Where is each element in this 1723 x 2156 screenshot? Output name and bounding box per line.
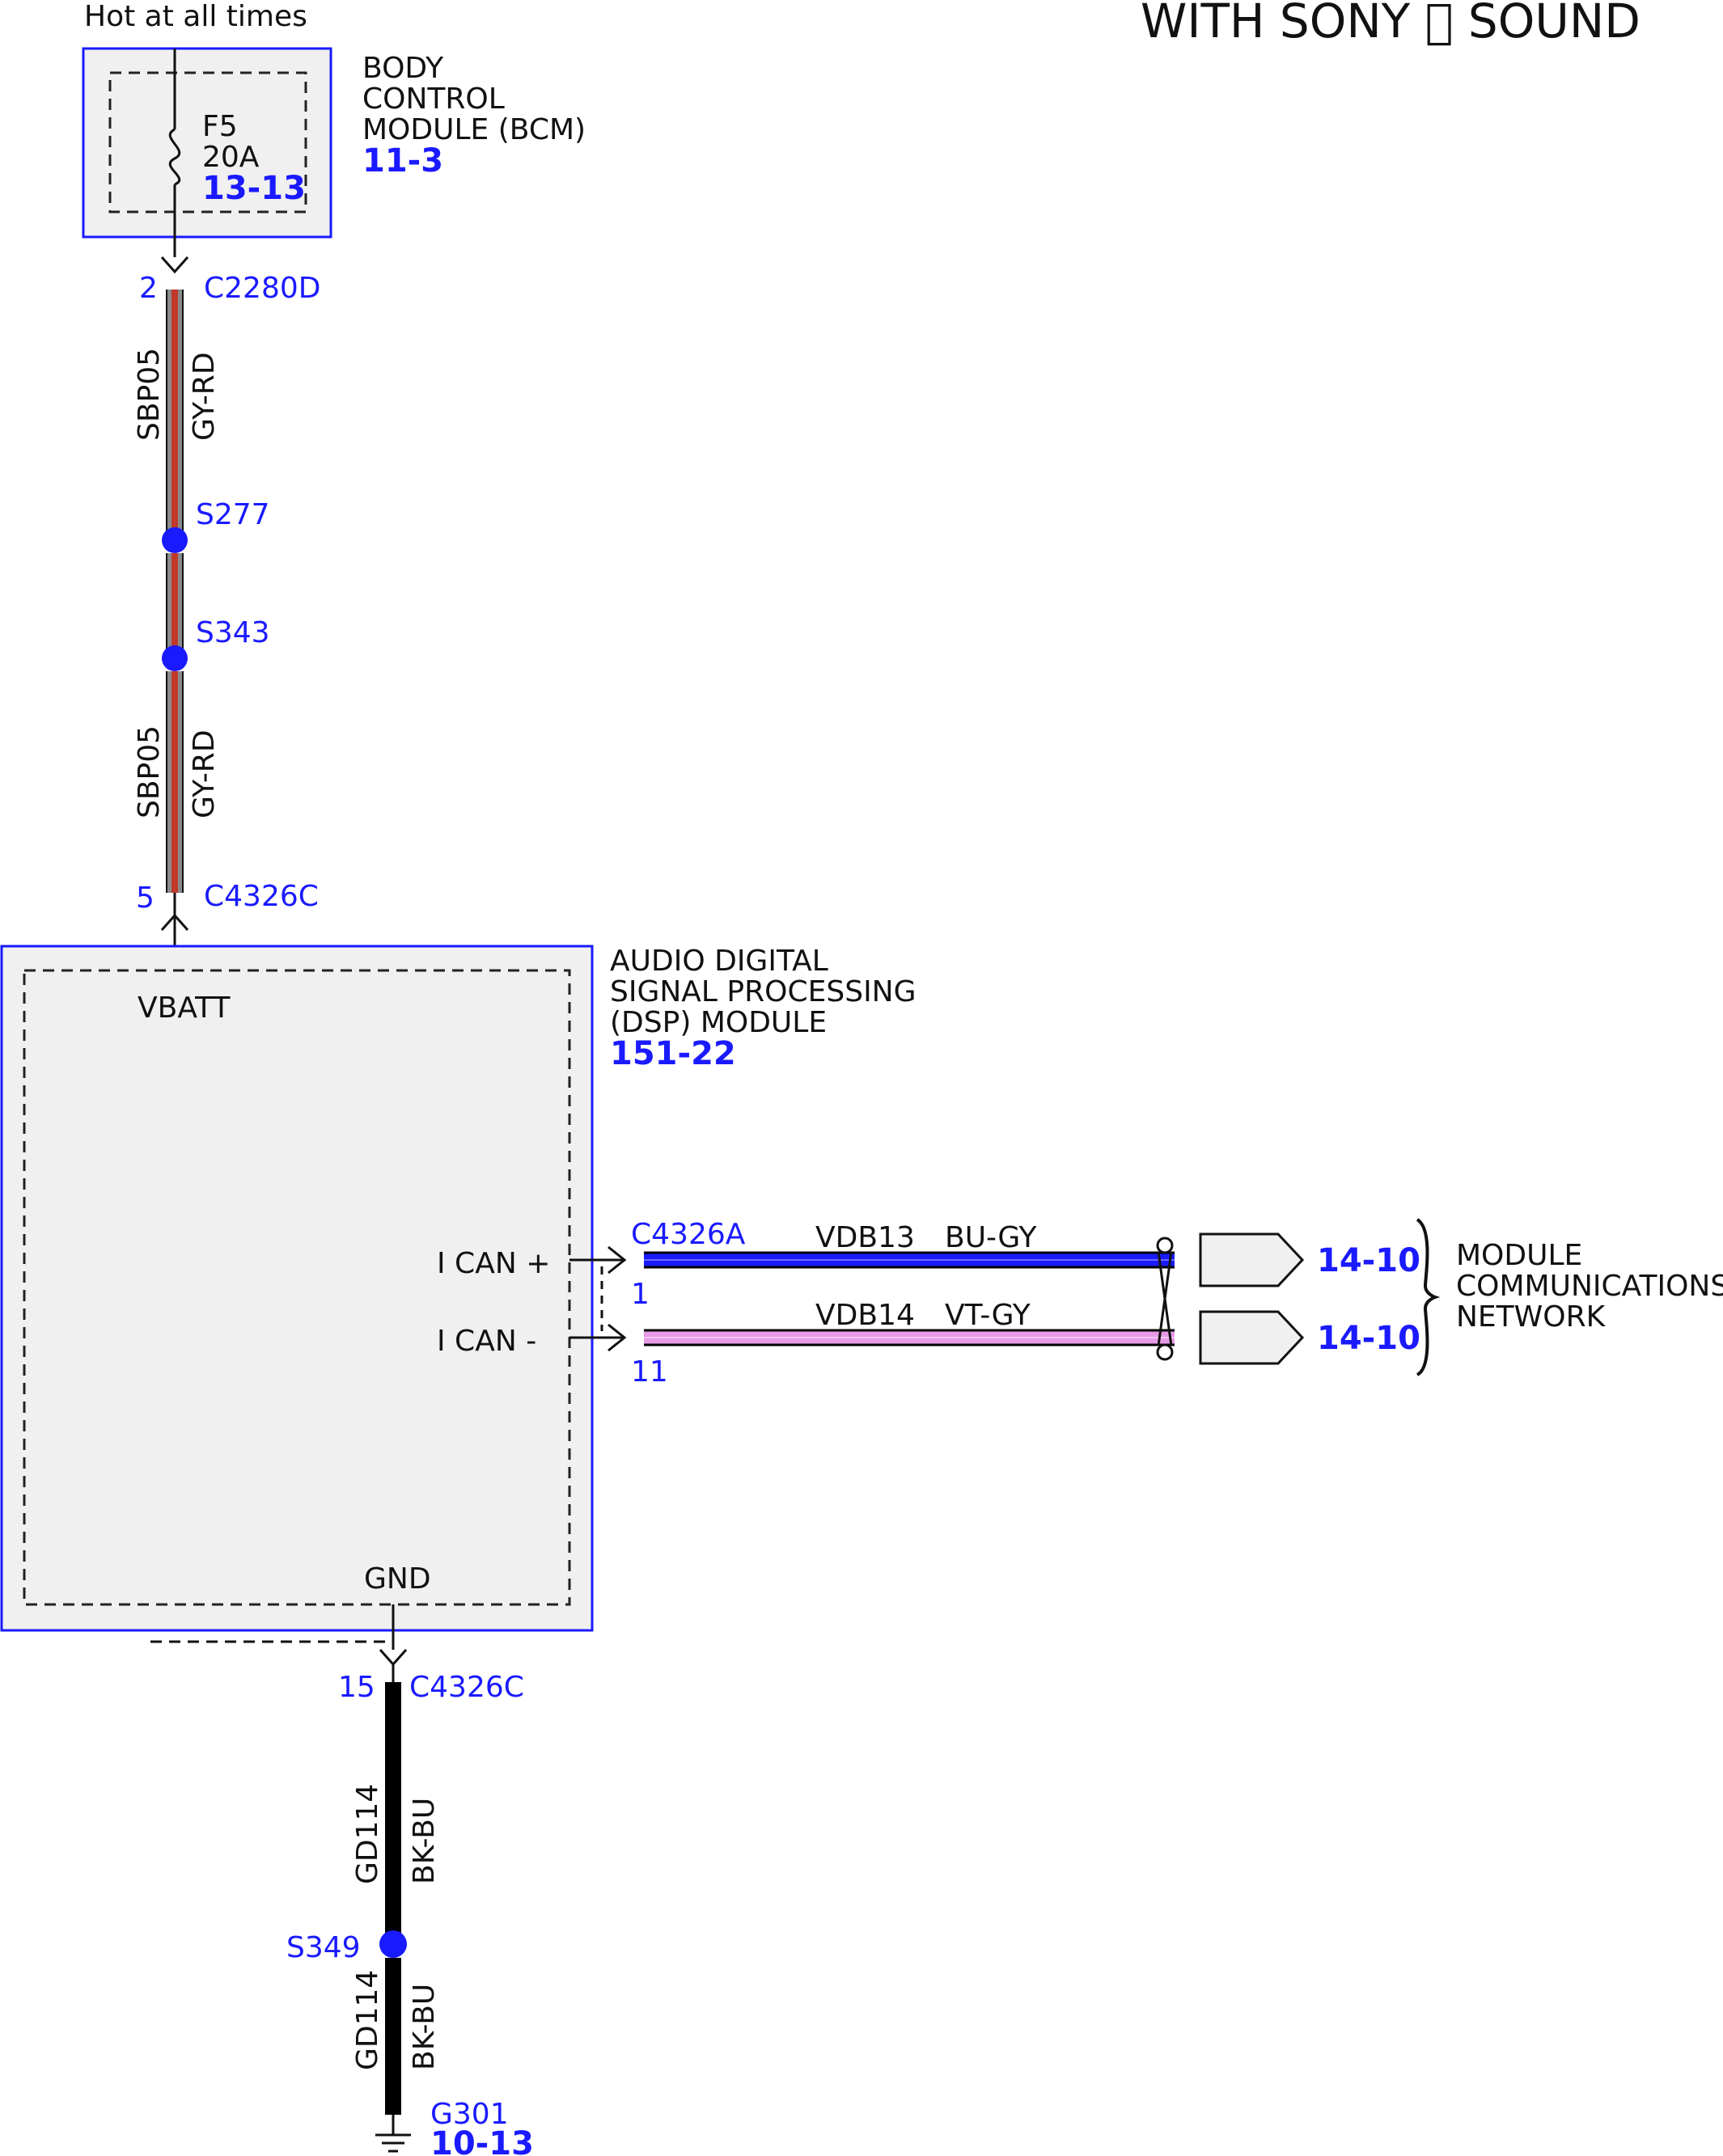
wire-sbp05-segment2[interactable] bbox=[166, 671, 184, 893]
ground-g301-ref[interactable]: 10-13 bbox=[430, 2125, 534, 2156]
dsp-name-line2: SIGNAL PROCESSING bbox=[610, 975, 917, 1008]
connector-c4326c-bottom-symbol bbox=[379, 1649, 408, 1667]
bcm-ref[interactable]: 11-3 bbox=[362, 142, 443, 180]
fuse-id: F5 bbox=[202, 110, 238, 143]
fuse-rating: 20A bbox=[202, 141, 260, 174]
splice-s343-label: S343 bbox=[196, 616, 270, 649]
wire-sbp05-between-splices[interactable] bbox=[166, 553, 184, 658]
dsp-name-line1: AUDIO DIGITAL bbox=[610, 945, 828, 978]
connector-c4326c-top-symbol bbox=[160, 913, 189, 931]
splice-s349[interactable] bbox=[379, 1930, 407, 1958]
twisted-pair-icon bbox=[1156, 1237, 1174, 1361]
splice-s349-label: S349 bbox=[286, 1931, 361, 1964]
diagram-title: WITH SONY   SOUND bbox=[1141, 0, 1640, 49]
can-plus-pin: 1 bbox=[631, 1278, 650, 1311]
can-plus-ref[interactable]: 14-10 bbox=[1317, 1242, 1420, 1279]
fuse-f5[interactable] bbox=[168, 49, 181, 257]
offpage-connector-can-plus[interactable] bbox=[1199, 1232, 1305, 1287]
vdb14-color: VT-GY bbox=[945, 1299, 1031, 1332]
splice-s277[interactable] bbox=[162, 527, 188, 553]
splice-s343[interactable] bbox=[162, 645, 188, 671]
connector-c4326a-minus-symbol bbox=[607, 1323, 627, 1352]
splice-s277-label: S277 bbox=[196, 498, 270, 531]
vdb14-circuit: VDB14 bbox=[815, 1299, 915, 1332]
bcm-name-line2: CONTROL bbox=[362, 82, 505, 116]
dsp-ican-plus-label: I CAN + bbox=[437, 1247, 550, 1280]
c4326c-bottom-id[interactable]: C4326C bbox=[409, 1671, 524, 1704]
c4326c-bottom-pin: 15 bbox=[338, 1671, 375, 1704]
gd114-seg1-circuit: GD114 bbox=[351, 1784, 384, 1884]
vdb13-circuit: VDB13 bbox=[815, 1221, 915, 1254]
dsp-ican-minus-label: I CAN - bbox=[437, 1325, 536, 1358]
wire1-color-label: GY-RD bbox=[188, 352, 221, 441]
wire-sbp05-segment1[interactable] bbox=[166, 290, 184, 540]
bcm-name-line1: BODY bbox=[362, 52, 444, 85]
dsp-vbatt-pin-label: VBATT bbox=[138, 991, 231, 1025]
fuse-ref[interactable]: 13-13 bbox=[202, 170, 306, 207]
offpage-connector-can-minus[interactable] bbox=[1199, 1310, 1305, 1365]
gd114-seg1-color: BK-BU bbox=[408, 1798, 441, 1884]
can-minus-ref[interactable]: 14-10 bbox=[1317, 1320, 1420, 1357]
network-name-line3: NETWORK bbox=[1456, 1300, 1607, 1334]
can-minus-pin: 11 bbox=[631, 1355, 668, 1389]
network-name-line1: MODULE bbox=[1456, 1239, 1582, 1272]
gd114-seg2-circuit: GD114 bbox=[351, 1970, 384, 2070]
wire2-circuit-label: SBP05 bbox=[133, 725, 166, 818]
connector-c4326a-plus-symbol bbox=[607, 1245, 627, 1275]
connector-c2280d-symbol bbox=[160, 256, 189, 274]
network-brace bbox=[1416, 1218, 1441, 1376]
network-name-line2: COMMUNICATIONS bbox=[1456, 1270, 1723, 1303]
c2280d-pin: 2 bbox=[139, 272, 158, 305]
wire-vdb13[interactable] bbox=[644, 1251, 1175, 1269]
c4326c-top-id[interactable]: C4326C bbox=[204, 880, 319, 913]
dsp-gnd-label: GND bbox=[364, 1562, 431, 1596]
ground-g301-id[interactable]: G301 bbox=[430, 2098, 509, 2131]
hot-at-all-times-label: Hot at all times bbox=[84, 0, 307, 33]
wire-vdb14[interactable] bbox=[644, 1329, 1175, 1346]
wire-gd114-segment2[interactable] bbox=[385, 1958, 401, 2115]
bcm-name-line3: MODULE (BCM) bbox=[362, 113, 586, 146]
c4326a-id[interactable]: C4326A bbox=[631, 1218, 746, 1251]
c4326c-top-pin: 5 bbox=[136, 881, 155, 915]
wire2-color-label: GY-RD bbox=[188, 729, 221, 818]
bcm-module[interactable] bbox=[82, 47, 332, 239]
dsp-ref[interactable]: 151-22 bbox=[610, 1035, 736, 1072]
vdb13-color: BU-GY bbox=[945, 1221, 1037, 1254]
dsp-name-line3: (DSP) MODULE bbox=[610, 1006, 827, 1039]
c2280d-id[interactable]: C2280D bbox=[204, 272, 320, 305]
ground-icon bbox=[375, 2115, 411, 2153]
dsp-module[interactable] bbox=[0, 945, 594, 1632]
wire-gd114-segment1[interactable] bbox=[385, 1682, 401, 1944]
gd114-seg2-color: BK-BU bbox=[408, 1984, 441, 2070]
wire1-circuit-label: SBP05 bbox=[133, 348, 166, 441]
